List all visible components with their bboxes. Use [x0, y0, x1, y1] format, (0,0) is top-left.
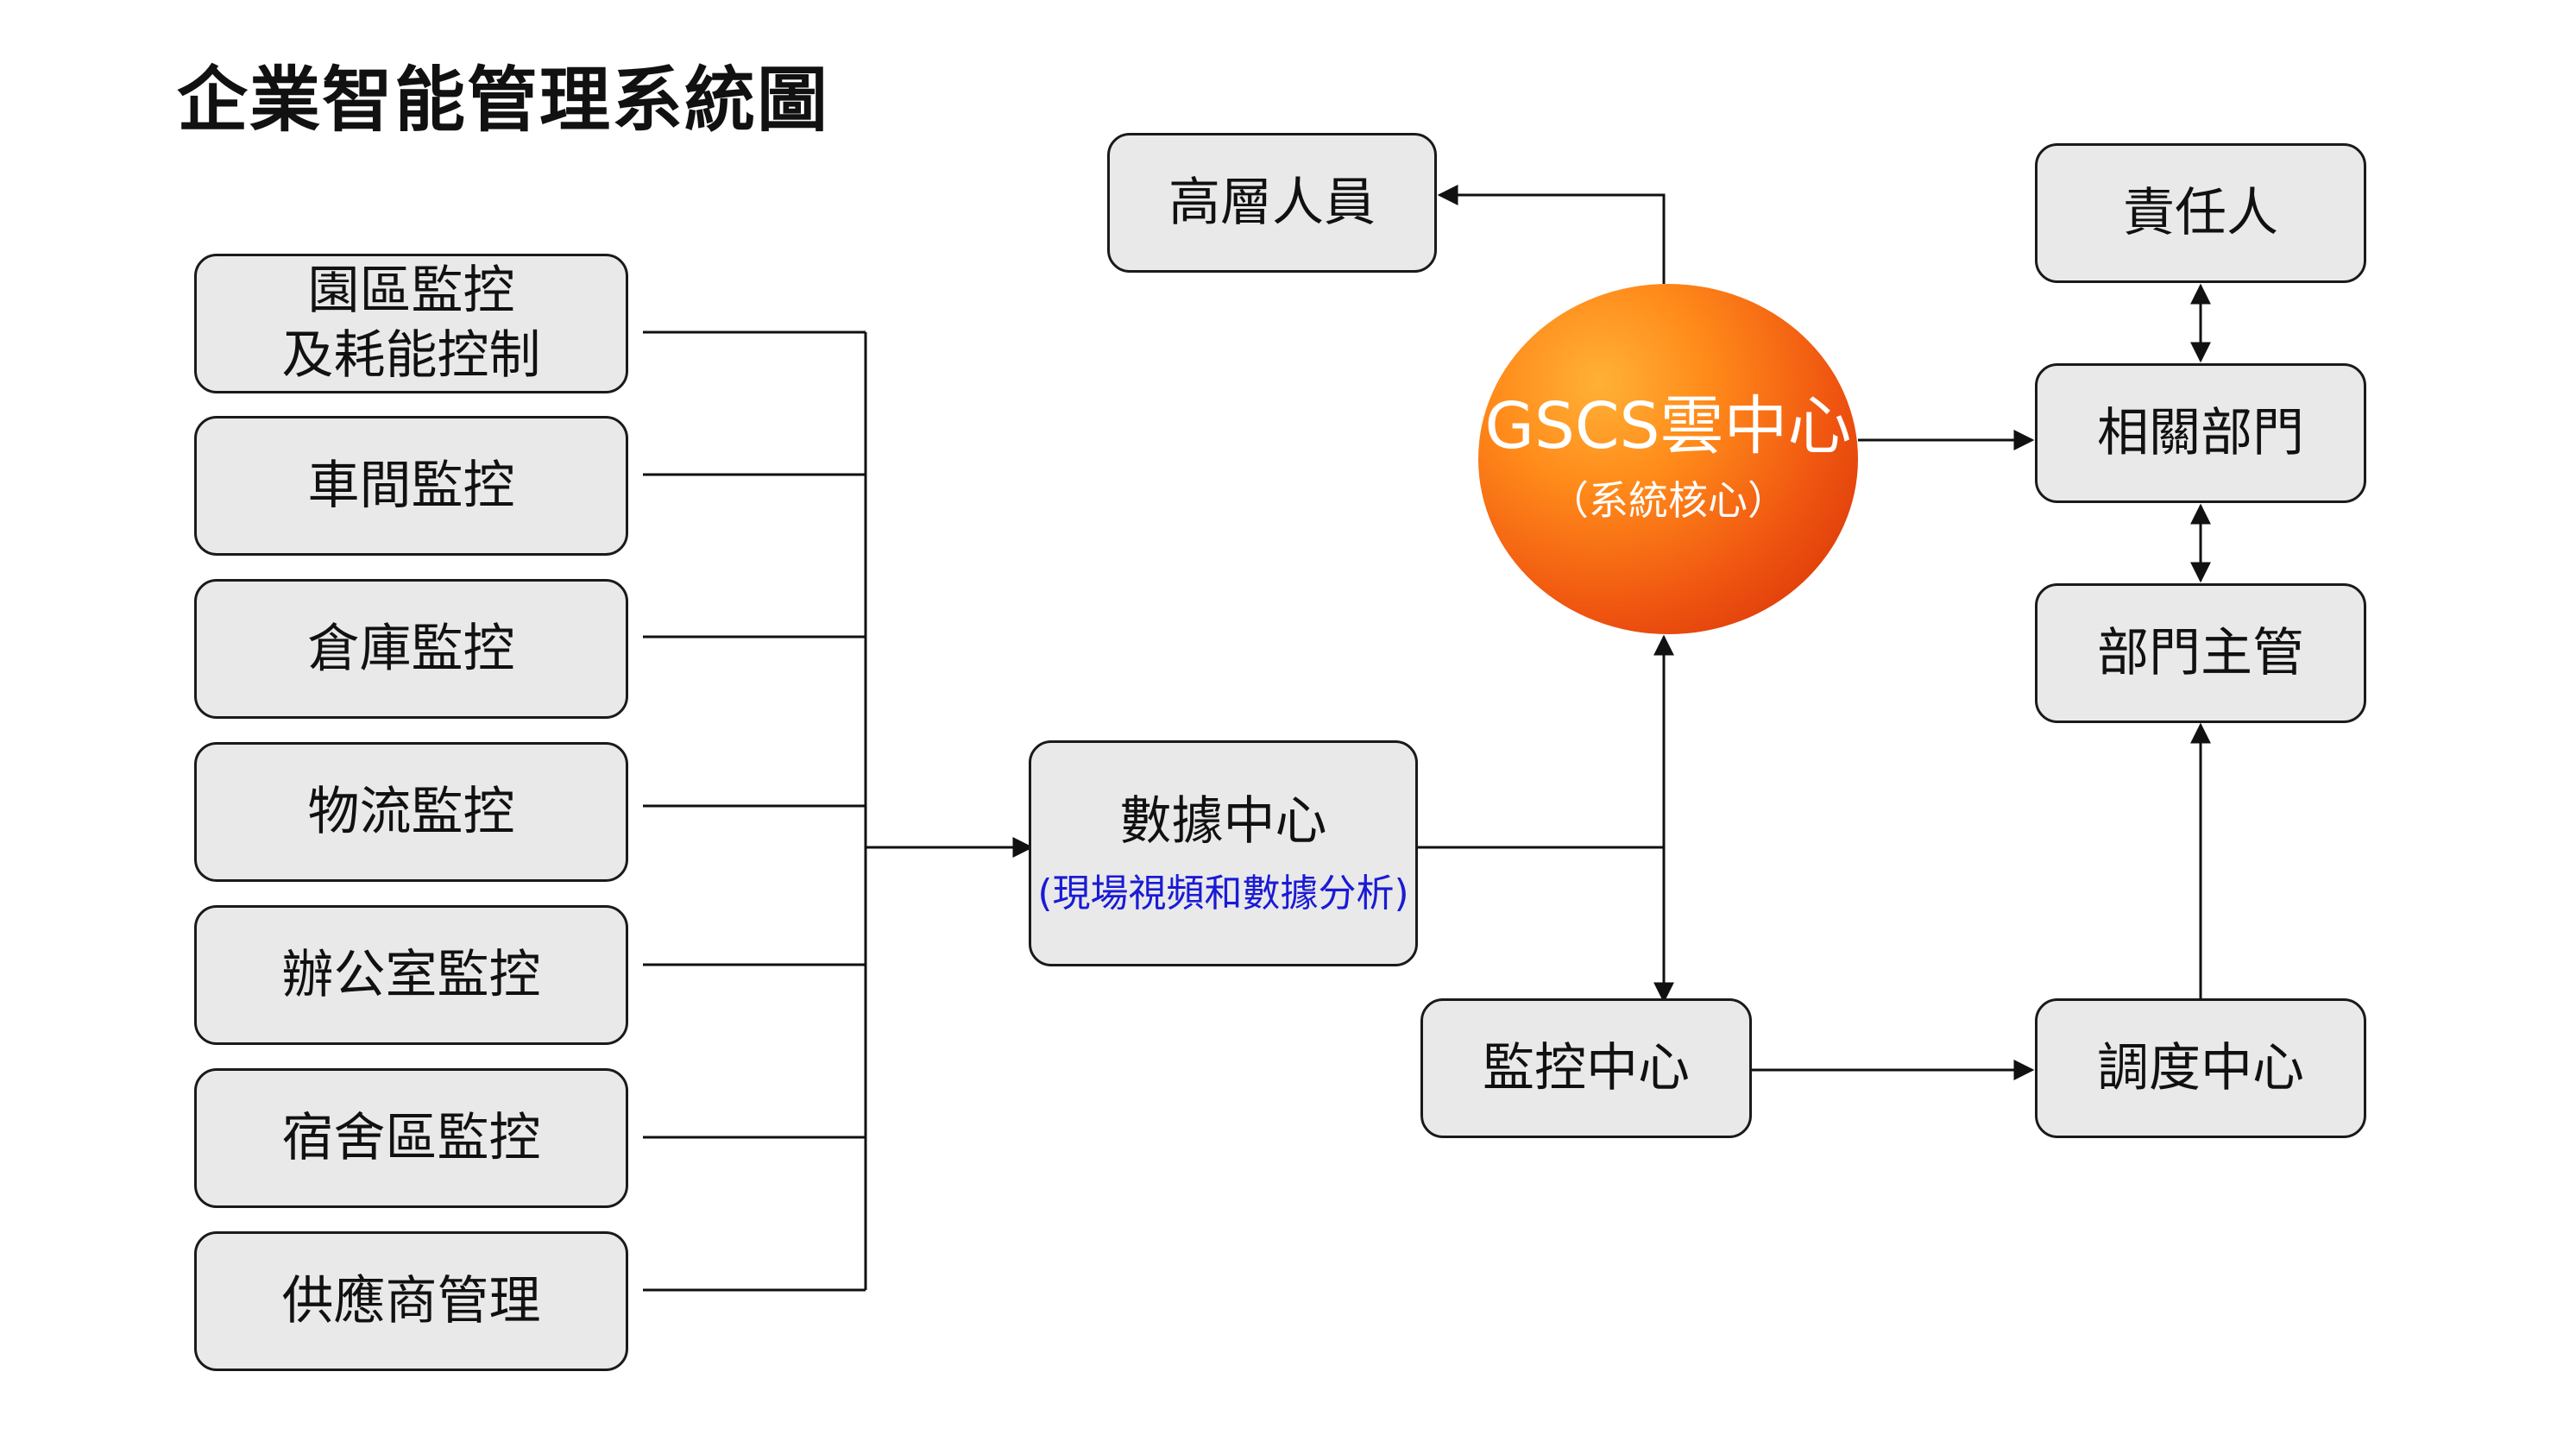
responsible-person-label: 責任人 — [2123, 182, 2278, 243]
monitor-box-dormitory: 宿舍區監控 — [194, 1068, 628, 1208]
monitor-box-label: 車間監控 — [307, 455, 515, 516]
cloud-center-subtitle: （系統核心） — [1549, 476, 1787, 524]
monitor-box-label: 物流監控 — [307, 781, 515, 842]
monitor-box-logistics: 物流監控 — [194, 742, 628, 882]
monitor-box-label: 倉庫監控 — [307, 618, 515, 679]
cloud-to-senior-arrow — [1437, 185, 1666, 284]
monitor-box-label-line1: 園區監控 — [307, 261, 515, 321]
monitor-box-label-line2: 及耗能控制 — [281, 325, 541, 386]
monitor-box-office: 辦公室監控 — [194, 905, 628, 1045]
monitor-center-label: 監控中心 — [1483, 1037, 1690, 1098]
data-center-box: 數據中心 (現場視頻和數據分析) — [1029, 740, 1418, 966]
monitor-box-label: 辦公室監控 — [281, 944, 541, 1005]
cloud-center-label: GSCS雲中心 — [1484, 389, 1852, 464]
cloud-center-circle: GSCS雲中心 （系統核心） — [1478, 284, 1858, 634]
senior-staff-label: 高層人員 — [1168, 172, 1376, 233]
department-manager-label: 部門主管 — [2097, 622, 2304, 683]
monitor-box-park-energy: 園區監控 及耗能控制 — [194, 254, 628, 393]
monitor-box-workshop: 車間監控 — [194, 416, 628, 556]
related-departments-label: 相關部門 — [2097, 402, 2304, 463]
responsible-person-box: 責任人 — [2035, 143, 2366, 283]
monitor-box-supplier: 供應商管理 — [194, 1231, 628, 1371]
department-manager-box: 部門主管 — [2035, 583, 2366, 723]
data-center-label: 數據中心 — [1119, 791, 1327, 852]
monitor-center-box: 監控中心 — [1420, 998, 1752, 1138]
monitor-box-label: 供應商管理 — [281, 1270, 541, 1331]
data-center-subtitle: (現場視頻和數據分析) — [1037, 872, 1409, 916]
monitor-box-warehouse: 倉庫監控 — [194, 579, 628, 719]
related-departments-box: 相關部門 — [2035, 363, 2366, 503]
diagram-title: 企業智能管理系統圖 — [177, 60, 830, 142]
monitor-box-label: 宿舍區監控 — [281, 1107, 541, 1168]
senior-staff-box: 高層人員 — [1107, 133, 1437, 273]
dispatch-center-box: 調度中心 — [2035, 998, 2366, 1138]
dispatch-center-label: 調度中心 — [2097, 1037, 2304, 1098]
